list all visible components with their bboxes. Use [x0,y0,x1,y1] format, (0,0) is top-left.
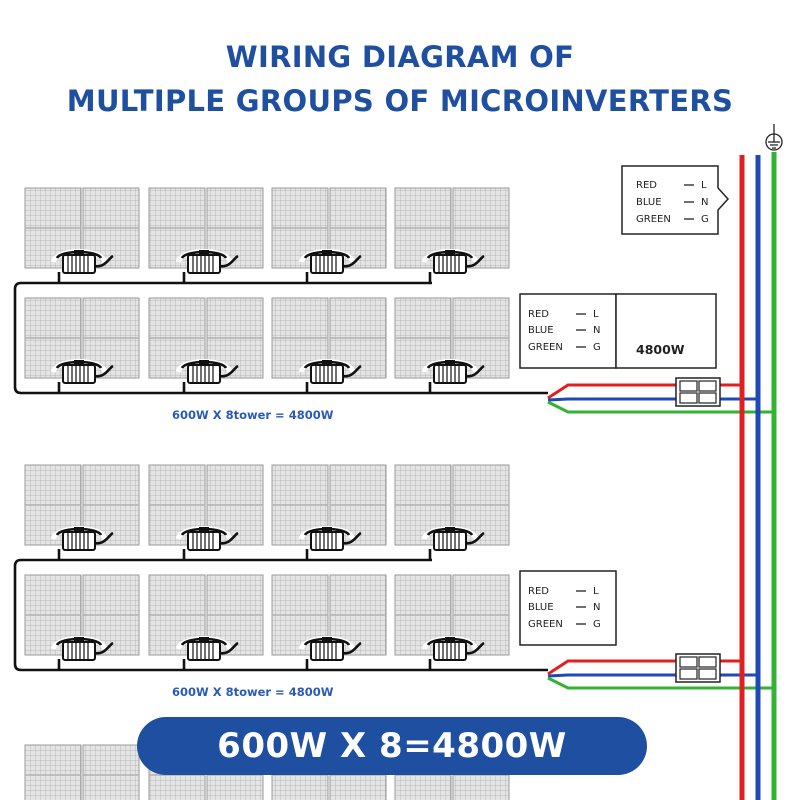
group-1-caption: 600W X 8tower = 4800W [172,408,334,422]
microinverter [50,359,114,384]
total-power-banner: 600W X 8=4800W [137,717,647,775]
legend-l-symbol: L [593,586,599,597]
legend-green-label: GREEN [636,214,671,225]
legend-red-label: RED [528,309,549,320]
solar-panel [82,744,140,800]
microinverter [50,526,114,551]
group-2-legend-box: RED BLUE GREEN L N G [519,570,617,646]
microinverter [50,636,114,661]
legend-l-symbol: L [593,309,599,320]
microinverter [175,636,239,661]
legend-blue-label: BLUE [528,602,554,613]
microinverter-chain [13,272,548,395]
solar-panel [394,464,452,546]
microinverter [421,526,485,551]
legend-blue-label: BLUE [636,197,662,208]
legend-blue-label: BLUE [528,325,554,336]
group-1-legend-box: RED BLUE GREEN L N G 4800W [519,293,717,369]
legend-n-symbol: N [593,325,600,336]
legend-g-symbol: G [593,342,601,353]
microinverter [175,249,239,274]
legend-red-label: RED [636,180,657,191]
microinverter [298,359,362,384]
microinverter [421,359,485,384]
legend-red-label: RED [528,586,549,597]
group-2-branch-connector [675,653,721,683]
title-line-2: MULTIPLE GROUPS OF MICROINVERTERS [66,84,734,118]
legend-n-symbol: N [593,602,600,613]
legend-g-symbol: G [701,214,709,225]
solar-panel [24,744,82,800]
group-1-power-label: 4800W [636,342,685,357]
main-bus-legend-box: RED BLUE GREEN L N G [621,165,730,235]
microinverter [50,249,114,274]
microinverter-chain [13,549,548,672]
microinverter [298,526,362,551]
microinverter [298,249,362,274]
legend-green-label: GREEN [528,342,563,353]
solar-panel [452,187,510,269]
legend-n-symbol: N [701,197,708,208]
ground-icon [765,124,783,151]
legend-g-symbol: G [593,619,601,630]
microinverter [298,636,362,661]
solar-panel [148,574,206,656]
legend-l-symbol: L [701,180,707,191]
microinverter [175,526,239,551]
microinverter [175,359,239,384]
legend-green-label: GREEN [528,619,563,630]
title-line-1: WIRING DIAGRAM OF [225,40,575,74]
solar-panel [148,297,206,379]
group-1-branch-connector [675,377,721,407]
main-bus [739,152,777,800]
microinverter [421,249,485,274]
microinverter [421,636,485,661]
group-2-caption: 600W X 8tower = 4800W [172,685,334,699]
